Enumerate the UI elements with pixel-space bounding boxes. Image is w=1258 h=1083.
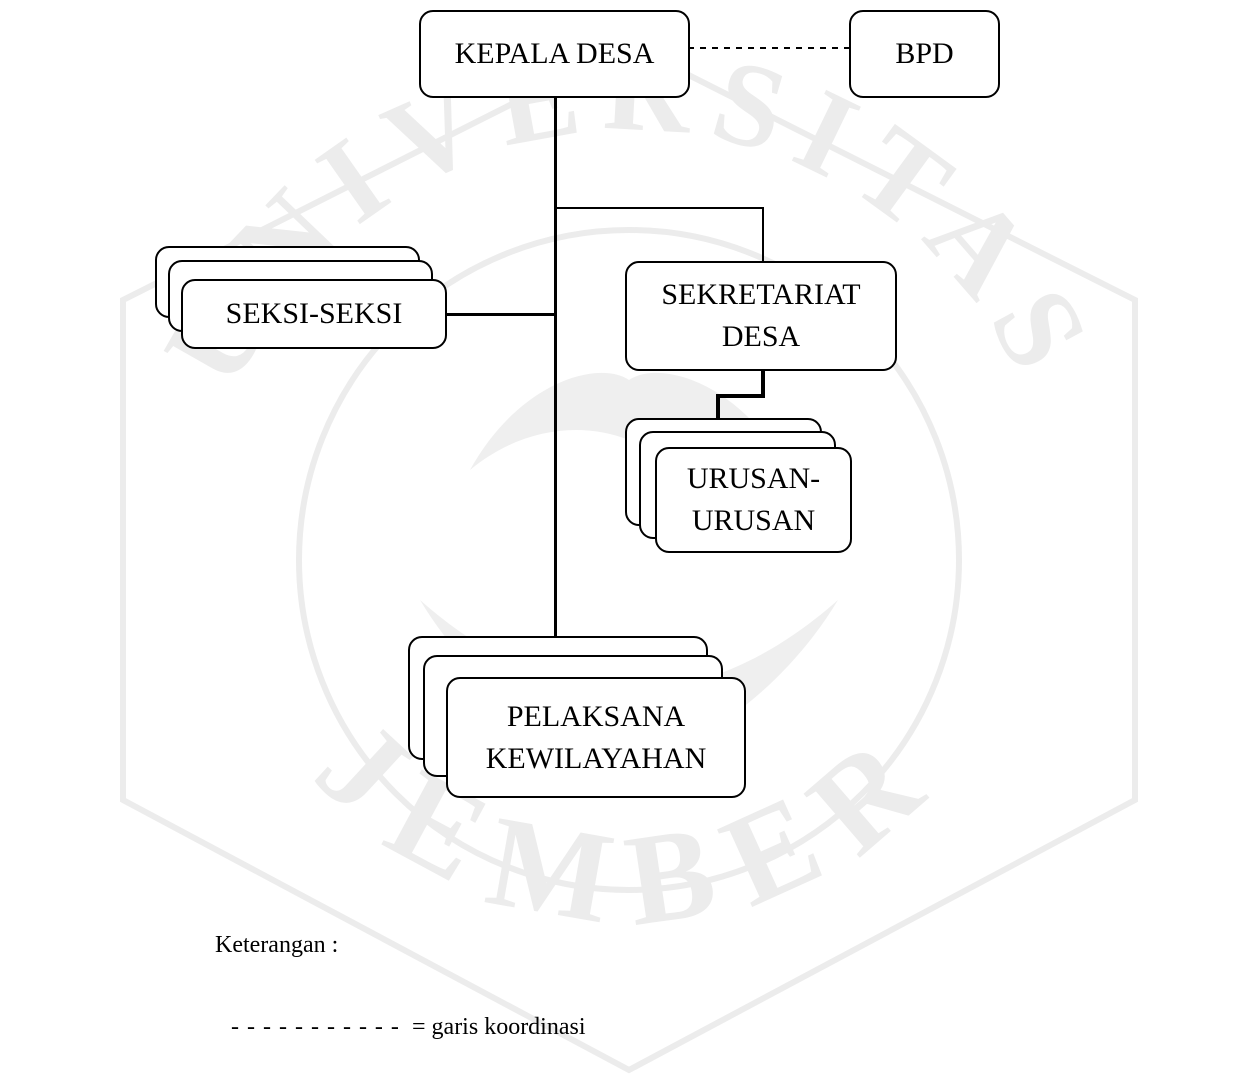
node-pelaksana-label-line2: KEWILAYAHAN: [485, 741, 707, 775]
legend-description: = garis koordinasi: [412, 1014, 586, 1040]
urusan-connector-down1: [761, 369, 765, 396]
node-sekretariat-label-line2: DESA: [721, 320, 801, 353]
seksi-connector: [445, 313, 556, 316]
node-pelaksana-label-line1: PELAKSANA: [506, 699, 686, 733]
node-seksi: SEKSI-SEKSI: [181, 279, 447, 349]
node-bpd: BPD: [849, 10, 1000, 98]
node-pelaksana-kewilayahan: PELAKSANA KEWILAYAHAN: [446, 677, 746, 798]
main-vertical-connector: [554, 97, 557, 637]
urusan-connector-horizontal: [716, 394, 765, 398]
legend-dash-sample: - - - - - - - - - - -: [231, 1014, 400, 1040]
node-seksi-label: SEKSI-SEKSI: [225, 297, 403, 330]
node-sekretariat-desa: SEKRETARIAT DESA: [625, 261, 897, 371]
node-kepala-desa-label: KEPALA DESA: [454, 37, 655, 70]
node-kepala-desa: KEPALA DESA: [419, 10, 690, 98]
sekretariat-vertical-connector: [762, 207, 764, 262]
node-urusan-label-line2: URUSAN: [691, 504, 816, 537]
urusan-connector-down2: [716, 394, 720, 419]
legend-title: Keterangan :: [215, 932, 339, 958]
node-bpd-label: BPD: [895, 37, 954, 70]
node-urusan-label-line1: URUSAN-: [686, 462, 821, 495]
coordination-dashed-line: [688, 47, 853, 49]
node-sekretariat-label-line1: SEKRETARIAT: [661, 278, 861, 311]
sekretariat-horizontal-connector: [556, 207, 764, 209]
node-urusan: URUSAN- URUSAN: [655, 447, 852, 553]
